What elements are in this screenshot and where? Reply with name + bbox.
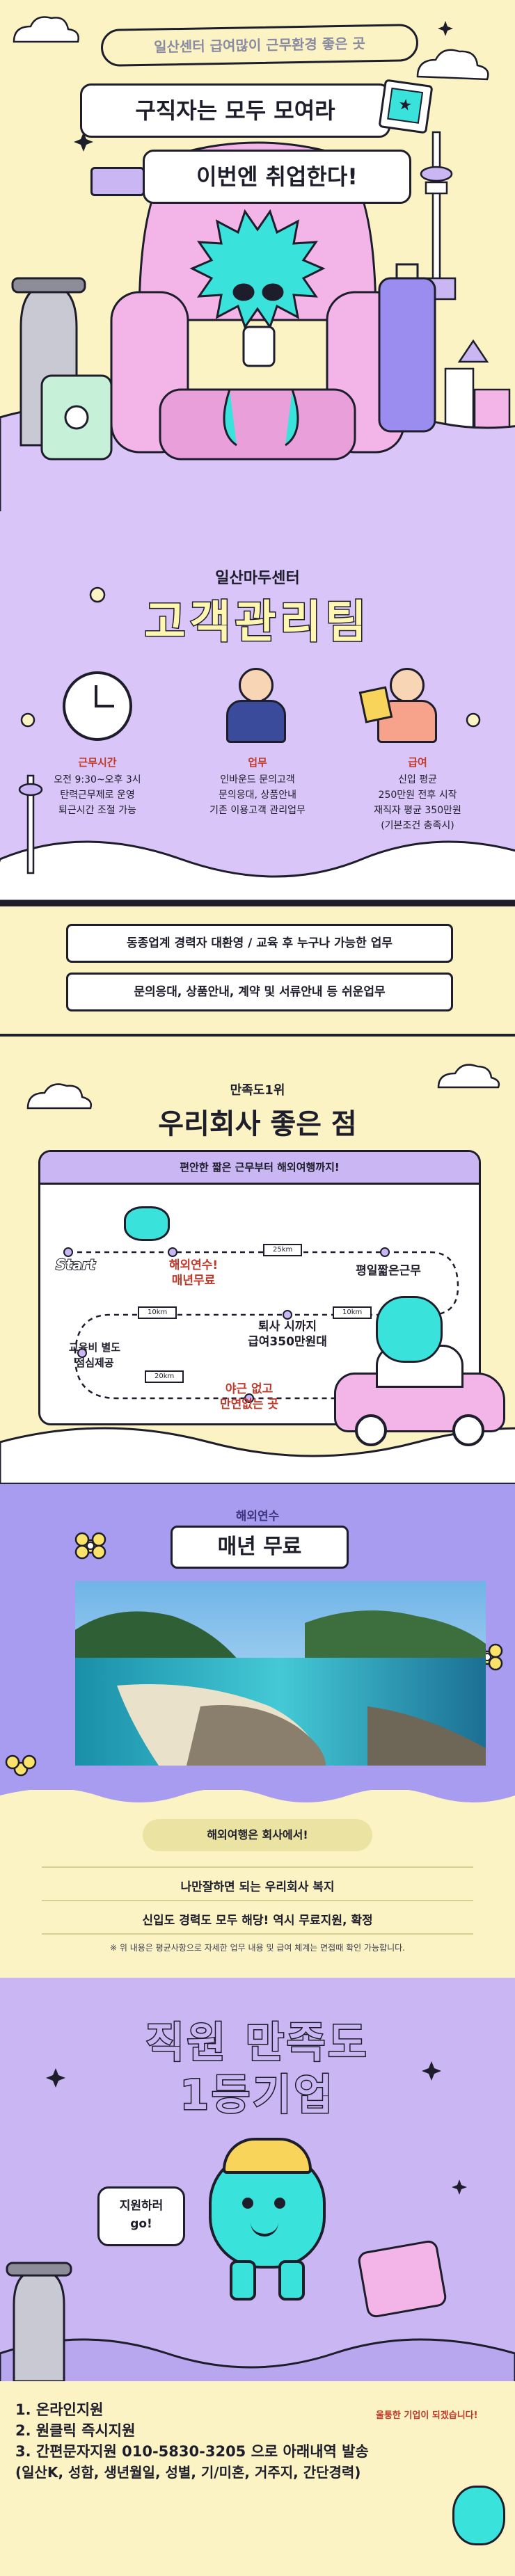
notes-footnote: ※ 위 내용은 평균사항으로 자세한 업무 내용 및 급여 체계는 면접때 확인… <box>110 1943 405 1953</box>
notes-section: 해외여행은 회사에서! 나만잘하면 되는 우리회사 복지 신입도 경력도 모두 … <box>0 1790 515 1978</box>
team-column-duty: 업무 인바운드 문의고객 문의응대, 상품안내 기존 이용고객 관리업무 <box>188 755 327 818</box>
notes-wave <box>0 1790 515 1802</box>
good-kicker: 만족도1위 <box>230 1083 285 1098</box>
beach-photo <box>75 1581 486 1766</box>
strip-box-2: 문의응대, 상품안내, 계약 및 서류안내 등 쉬운업무 <box>66 973 453 1011</box>
column-line: 250만원 전후 시작 <box>378 790 457 801</box>
hero-bubble-2: 이번엔 취업한다! <box>143 150 411 204</box>
strip-line-1: 동종업계 경력자 대환영 / 교육 후 누구나 가능한 업무 <box>127 936 393 950</box>
clock-icon <box>63 671 132 741</box>
trip-kicker: 해외연수 <box>235 1510 280 1523</box>
column-line: 신입 평균 <box>398 774 437 785</box>
notes-pill-text: 해외여행은 회사에서! <box>207 1828 308 1841</box>
ranking-title-1: 직원 만족도 <box>145 2018 370 2069</box>
speech-bubble: 지원하러 go! <box>97 2186 185 2246</box>
route-distance: 20km <box>145 1370 184 1383</box>
apply-step-sms-detail: (일산K, 성함, 생년월일, 성별, 기/미혼, 거주지, 간단경력) <box>15 2464 361 2481</box>
ranking-section: 직원 만족도 1등기업 지원하러 go! <box>0 1978 515 2395</box>
team-company: 일산마두센터 <box>215 570 300 587</box>
good-points-section: 만족도1위 우리회사 좋은 점 편안한 짧은 근무부터 해외여행까지! Star… <box>0 1053 515 1484</box>
hero-tagline: 일산센터 급여많이 근무환경 좋은 곳 <box>153 35 366 56</box>
team-column-salary: 급여 신입 평균 250만원 전후 시작 재직자 평균 350만원 (기본조건 … <box>344 755 491 833</box>
trip-title-box: 매년 무료 <box>171 1526 349 1569</box>
column-line: (기본조건 충족시) <box>381 820 454 831</box>
route-stop-short-hours: 평일짧은근무 <box>356 1264 421 1278</box>
route-banner: 편안한 짧은 근무부터 해외여행까지! <box>40 1152 479 1185</box>
route-start: Start <box>55 1256 96 1274</box>
cloud-right <box>416 49 489 81</box>
route-stop-overseas: 해외연수! 매년무료 <box>168 1258 219 1288</box>
team-background <box>0 586 515 901</box>
ranking-title-2: 1등기업 <box>179 2070 335 2121</box>
mascot-icon <box>188 2131 334 2301</box>
column-heading: 급여 <box>408 756 427 769</box>
column-line: 퇴근시간 조절 가능 <box>58 805 136 816</box>
benefit-strip: 동종업계 경력자 대환영 / 교육 후 누구나 가능한 업무 문의응대, 상품안… <box>0 901 515 1053</box>
strip-box-1: 동종업계 경력자 대환영 / 교육 후 누구나 가능한 업무 <box>66 924 453 963</box>
signpost-icon <box>90 167 145 196</box>
apply-section: 1. 온라인지원 2. 원클릭 즉시지원 3. 간편문자지원 010-5830-… <box>0 2395 515 2576</box>
column-heading: 근무시간 <box>78 756 117 769</box>
column-line: 인바운드 문의고객 <box>220 774 295 785</box>
route-card: 편안한 짧은 근무부터 해외여행까지! Start 해외연수! 매년무료 25k… <box>38 1150 481 1425</box>
hero-bubble-2-text: 이번엔 취업한다! <box>196 163 358 190</box>
route-stop-no-overtime: 야근 없고 만연없는 곳 <box>219 1382 279 1411</box>
overseas-section: 해외연수 매년 무료 <box>0 1484 515 1790</box>
column-line: 탄력근무제로 운영 <box>60 790 135 801</box>
apply-side-note: 울퉁한 기업이 되겠습니다! <box>376 2410 478 2421</box>
notes-line-2: 신입도 경력도 모두 해당! 역시 무료지원, 확정 <box>142 1914 373 1928</box>
agent-icon <box>212 668 296 744</box>
car-icon <box>334 1345 508 1446</box>
hero-bubble-1-text: 구직자는 모두 모여라 <box>135 97 335 124</box>
photo-sticker-icon: ★ <box>378 79 434 134</box>
cloud-left <box>13 16 79 43</box>
column-line: 재직자 평균 350만원 <box>374 805 461 816</box>
speech-text: 지원하러 go! <box>119 2199 164 2231</box>
team-section: 일산마두센터 고객관리팀 근무시간 오전 9:30~오후 3시 탄력근무제로 운… <box>0 511 515 901</box>
column-line: 문의응대, 상품안내 <box>219 790 296 801</box>
apply-step-one-click[interactable]: 2. 원클릭 즉시지원 <box>15 2422 136 2439</box>
strip-line-2: 문의응대, 상품안내, 계약 및 서류안내 등 쉬운업무 <box>134 985 386 999</box>
suitcase-icon <box>356 2239 448 2319</box>
good-title: 우리회사 좋은 점 <box>158 1108 357 1140</box>
route-distance: 10km <box>333 1306 372 1319</box>
route-distance: 25km <box>263 1244 303 1256</box>
column-line: 오전 9:30~오후 3시 <box>54 774 141 785</box>
route-stop-salary: 퇴사 시까지 급여350만원대 <box>248 1320 327 1349</box>
team-column-hours: 근무시간 오전 9:30~오후 3시 탄력근무제로 운영 퇴근시간 조절 가능 <box>28 755 167 818</box>
hero-section: 일산센터 급여많이 근무환경 좋은 곳 구직자는 모두 모여라 ★ 이번엔 취업… <box>0 0 515 511</box>
team-title: 고객관리팀 <box>143 596 371 650</box>
column-line: 기존 이용고객 관리업무 <box>209 805 306 816</box>
mascot-driver-icon <box>376 1296 443 1363</box>
apply-step-sms[interactable]: 3. 간편문자지원 010-5830-3205 으로 아래내역 발송 <box>15 2443 369 2460</box>
apply-step-online[interactable]: 1. 온라인지원 <box>15 2401 104 2418</box>
route-stop-training: 교육비 별도 점심제공 <box>68 1341 121 1369</box>
hero-tagline-pill: 일산센터 급여많이 근무환경 좋은 곳 <box>100 24 419 67</box>
money-icon <box>358 668 438 744</box>
mascot-icon <box>124 1206 170 1241</box>
hero-bubble-1: 구직자는 모두 모여라 <box>80 83 390 138</box>
good-background <box>0 1064 515 1484</box>
apply-steps: 1. 온라인지원 2. 원클릭 즉시지원 3. 간편문자지원 010-5830-… <box>15 2399 369 2483</box>
route-path <box>63 1247 459 1403</box>
notes-pill: 해외여행은 회사에서! <box>143 1819 372 1851</box>
notes-line-1: 나만잘하면 되는 우리회사 복지 <box>180 1880 335 1894</box>
route-distance: 10km <box>138 1306 177 1319</box>
hero-background <box>0 16 515 511</box>
column-heading: 업무 <box>248 756 267 769</box>
trip-title: 매년 무료 <box>217 1535 302 1559</box>
mascot-corner-icon <box>452 2486 505 2545</box>
